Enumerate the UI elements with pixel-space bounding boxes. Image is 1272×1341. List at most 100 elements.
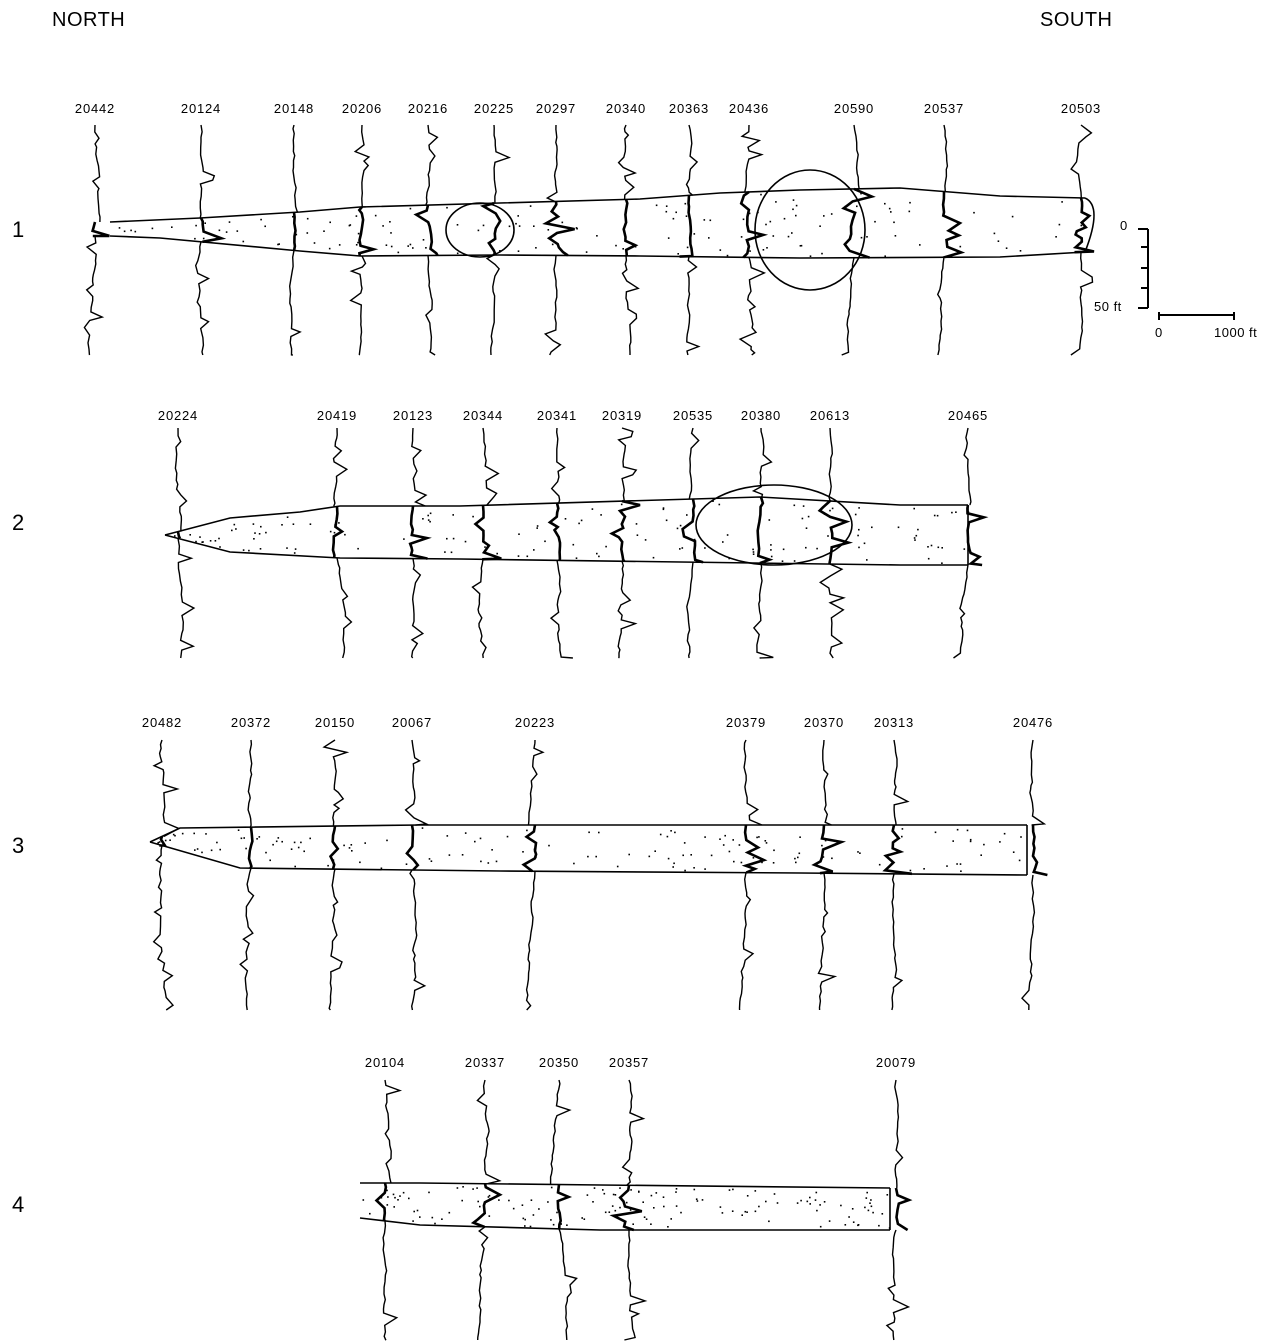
well-20476: 20476 bbox=[1013, 715, 1052, 1011]
log-trace-upper bbox=[617, 427, 638, 502]
log-trace-upper bbox=[404, 739, 429, 826]
log-trace-lower bbox=[891, 873, 904, 1011]
log-trace-sand bbox=[521, 824, 538, 873]
log-trace-sand bbox=[176, 531, 182, 539]
log-trace-upper bbox=[545, 124, 558, 203]
log-trace-upper bbox=[617, 124, 638, 200]
log-trace-sand bbox=[817, 500, 854, 565]
log-trace-lower bbox=[558, 1228, 578, 1341]
well-label: 20206 bbox=[342, 101, 382, 116]
south-label: SOUTH bbox=[1040, 9, 1113, 31]
scale-bars bbox=[1138, 228, 1235, 320]
log-trace-upper bbox=[740, 124, 764, 193]
well-label: 20297 bbox=[536, 101, 576, 116]
log-trace-lower bbox=[477, 1226, 489, 1341]
log-trace-lower bbox=[621, 255, 640, 355]
sand-body-outline bbox=[109, 169, 1095, 291]
log-trace-lower bbox=[885, 1229, 911, 1341]
log-trace-upper bbox=[822, 739, 832, 826]
log-trace-lower bbox=[194, 241, 211, 356]
log-trace-sand bbox=[894, 1187, 913, 1232]
well-label: 20436 bbox=[729, 101, 769, 116]
log-trace-lower bbox=[409, 869, 427, 1011]
well-label: 20503 bbox=[1061, 101, 1101, 116]
well-20340: 20340 bbox=[606, 101, 645, 355]
well-label: 20535 bbox=[673, 408, 713, 423]
well-20223: 20223 bbox=[515, 715, 554, 1011]
log-trace-lower bbox=[686, 562, 694, 659]
section-1-label: 1 bbox=[12, 217, 25, 242]
log-trace-lower bbox=[617, 561, 638, 659]
log-trace-upper bbox=[332, 427, 349, 507]
well-20224: 20224 bbox=[158, 408, 197, 659]
log-trace-sand bbox=[547, 502, 562, 561]
well-20123: 20123 bbox=[393, 408, 432, 659]
well-20363: 20363 bbox=[669, 101, 708, 356]
well-20503: 20503 bbox=[1061, 101, 1101, 356]
well-20370: 20370 bbox=[804, 715, 847, 1011]
log-trace-upper bbox=[493, 124, 512, 204]
lens-outline bbox=[754, 169, 866, 291]
well-label: 20337 bbox=[465, 1055, 505, 1070]
log-trace-sand bbox=[199, 217, 227, 244]
well-label: 20350 bbox=[539, 1055, 579, 1070]
well-20067: 20067 bbox=[392, 715, 431, 1011]
well-20436: 20436 bbox=[729, 101, 769, 356]
log-trace-upper bbox=[549, 1079, 572, 1185]
well-label: 20613 bbox=[810, 408, 850, 423]
horizontal-scale-right-label: 1000 ft bbox=[1214, 325, 1258, 340]
log-trace-lower bbox=[525, 871, 536, 1011]
well-20297: 20297 bbox=[536, 101, 576, 356]
log-trace-sand bbox=[331, 506, 345, 558]
section-3-label: 3 bbox=[12, 833, 25, 858]
well-label: 20341 bbox=[537, 408, 577, 423]
well-label: 20370 bbox=[804, 715, 844, 730]
well-20537: 20537 bbox=[924, 101, 966, 356]
log-trace-sand bbox=[556, 1184, 573, 1229]
well-20379: 20379 bbox=[726, 715, 768, 1011]
log-trace-lower bbox=[817, 873, 838, 1011]
log-trace-sand bbox=[609, 1185, 643, 1232]
well-20350: 20350 bbox=[539, 1055, 579, 1341]
log-trace-upper bbox=[621, 1079, 646, 1186]
log-trace-sand bbox=[966, 504, 989, 567]
well-label: 20419 bbox=[317, 408, 357, 423]
well-20465: 20465 bbox=[948, 408, 989, 659]
sand-body-outline bbox=[149, 824, 1028, 876]
log-trace-lower bbox=[953, 564, 969, 659]
log-trace-upper bbox=[1029, 739, 1047, 826]
sand-body-outline bbox=[359, 1182, 891, 1231]
well-20337: 20337 bbox=[465, 1055, 505, 1341]
log-trace-lower bbox=[83, 235, 105, 356]
well-label: 20216 bbox=[408, 101, 448, 116]
log-trace-lower bbox=[336, 557, 353, 659]
well-label: 20482 bbox=[142, 715, 182, 730]
log-trace-upper bbox=[893, 739, 910, 826]
log-trace-sand bbox=[405, 824, 420, 871]
log-trace-upper bbox=[322, 739, 350, 827]
log-trace-sand bbox=[357, 206, 379, 257]
log-trace-upper bbox=[199, 124, 216, 219]
well-label: 20104 bbox=[365, 1055, 405, 1070]
log-trace-upper bbox=[550, 427, 566, 504]
well-20482: 20482 bbox=[142, 715, 182, 1011]
log-trace-sand bbox=[159, 836, 168, 847]
well-20206: 20206 bbox=[342, 101, 382, 356]
log-trace-lower bbox=[239, 867, 255, 1011]
log-trace-sand bbox=[811, 824, 847, 875]
log-trace-lower bbox=[686, 256, 701, 356]
well-20148: 20148 bbox=[274, 101, 313, 356]
log-trace-upper bbox=[685, 124, 699, 196]
log-trace-lower bbox=[624, 1230, 648, 1341]
log-trace-upper bbox=[853, 124, 860, 190]
log-trace-lower bbox=[752, 563, 774, 659]
horizontal-scale-left-label: 0 bbox=[1155, 325, 1163, 340]
log-trace-sand bbox=[681, 498, 704, 564]
well-20590: 20590 bbox=[834, 101, 876, 356]
log-trace-lower bbox=[410, 558, 425, 659]
log-trace-lower bbox=[485, 254, 500, 356]
lens-outline bbox=[695, 484, 853, 566]
